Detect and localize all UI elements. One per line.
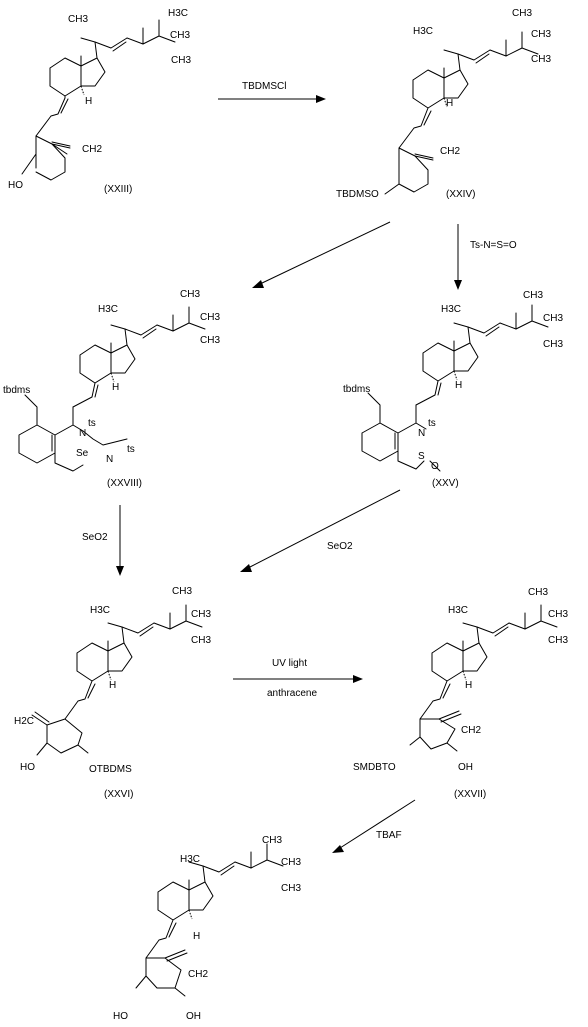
xxvi-ch3-a: CH3 xyxy=(191,609,211,620)
reagent-r5a: UV light xyxy=(272,658,307,669)
xxiv-h: H xyxy=(446,98,453,109)
xxv-s: S xyxy=(418,451,425,462)
xxiv-ch3-b: CH3 xyxy=(531,54,551,65)
xxiii-ch3-top: CH3 xyxy=(68,14,88,25)
xxv-ch3-top: CH3 xyxy=(523,290,543,301)
xxvii-h: H xyxy=(465,680,472,691)
arrow-r6 xyxy=(332,799,416,853)
xxvii-oh: OH xyxy=(458,762,473,773)
final-h3c: H3C xyxy=(180,854,200,865)
reagent-r2: Ts-N=S=O xyxy=(470,240,517,251)
xxvii-smdbto: SMDBTO xyxy=(353,762,396,773)
arrow-r1 xyxy=(218,95,326,103)
compound-xxvi xyxy=(31,604,203,756)
xxviii-ch3-b: CH3 xyxy=(200,335,220,346)
arrow-r5 xyxy=(233,675,363,683)
xxviii-ch3-top: CH3 xyxy=(180,289,200,300)
arrow-r4 xyxy=(240,489,401,572)
xxv-o: O xyxy=(431,461,439,472)
final-ch3-b: CH3 xyxy=(281,883,301,894)
compound-xxiv xyxy=(384,31,539,195)
xxvi-otbdms: OTBDMS xyxy=(89,764,132,775)
xxv-h3c: H3C xyxy=(441,304,461,315)
xxvii-ch2: CH2 xyxy=(461,725,481,736)
xxvi-ch3-b: CH3 xyxy=(191,635,211,646)
xxviii-h3c: H3C xyxy=(98,304,118,315)
xxv-ts1: ts xyxy=(428,418,436,429)
arrow-diag-1 xyxy=(252,221,391,288)
xxvi-h3c: H3C xyxy=(90,605,110,616)
xxvi-ch3-top: CH3 xyxy=(172,586,192,597)
compound-xxviii xyxy=(18,306,206,472)
xxviii-se: Se xyxy=(76,448,89,459)
compound-xxvii xyxy=(409,604,558,752)
xxviii-ts1: ts xyxy=(88,418,96,429)
compound-final xyxy=(135,843,284,997)
final-h: H xyxy=(193,931,200,942)
xxiii-h3c: H3C xyxy=(168,8,188,19)
xxv-ch3-b: CH3 xyxy=(543,339,563,350)
xxv-label: (XXV) xyxy=(432,478,459,489)
xxvii-ch3-b: CH3 xyxy=(548,635,568,646)
xxiv-ch3-a: CH3 xyxy=(531,29,551,40)
reagent-r6: TBAF xyxy=(376,830,402,841)
final-ho: HO xyxy=(113,1011,128,1022)
xxviii-n: N xyxy=(79,428,86,439)
xxiii-ch3-a: CH3 xyxy=(170,30,190,41)
final-ch2: CH2 xyxy=(188,969,208,980)
xxviii-n2: N xyxy=(106,454,113,465)
final-ch3-top: CH3 xyxy=(262,835,282,846)
xxiv-label: (XXIV) xyxy=(446,189,475,200)
reagent-r4: SeO2 xyxy=(327,541,353,552)
compound-xxiii xyxy=(21,19,176,181)
xxviii-h: H xyxy=(112,382,119,393)
xxvii-label: (XXVII) xyxy=(454,789,486,800)
reagent-r3: SeO2 xyxy=(82,532,108,543)
xxv-tbdms: tbdms xyxy=(343,384,370,395)
xxv-n: N xyxy=(418,428,425,439)
xxiii-ch2: CH2 xyxy=(82,144,102,155)
xxvi-h2c: H2C xyxy=(14,716,34,727)
xxviii-ch3-a: CH3 xyxy=(200,312,220,323)
xxiv-tbdmso: TBDMSO xyxy=(336,189,379,200)
xxvi-h: H xyxy=(109,680,116,691)
xxvi-label: (XXVI) xyxy=(104,789,133,800)
xxviii-ts2: ts xyxy=(127,444,135,455)
xxiv-h3c: H3C xyxy=(413,26,433,37)
xxiii-ho: HO xyxy=(8,180,23,191)
arrow-r3 xyxy=(116,505,124,576)
xxiii-label: (XXIII) xyxy=(104,184,132,195)
xxiii-h: H xyxy=(85,96,92,107)
xxvii-ch3-a: CH3 xyxy=(548,609,568,620)
xxvii-h3c: H3C xyxy=(448,605,468,616)
reagent-r5b: anthracene xyxy=(267,688,317,699)
reagent-r1: TBDMSCl xyxy=(242,81,286,92)
xxv-ch3-a: CH3 xyxy=(543,313,563,324)
compound-xxv xyxy=(361,304,549,472)
xxviii-label: (XXVIII) xyxy=(107,478,142,489)
final-ch3-a: CH3 xyxy=(281,857,301,868)
xxv-h: H xyxy=(455,380,462,391)
xxiv-ch2: CH2 xyxy=(440,146,460,157)
xxvii-ch3-top: CH3 xyxy=(528,587,548,598)
final-oh: OH xyxy=(186,1011,201,1022)
xxiv-ch3-top: CH3 xyxy=(512,8,532,19)
arrow-r2 xyxy=(454,224,462,290)
xxiii-ch3-b: CH3 xyxy=(171,55,191,66)
xxvi-ho: HO xyxy=(20,762,35,773)
xxviii-tbdms: tbdms xyxy=(3,385,30,396)
